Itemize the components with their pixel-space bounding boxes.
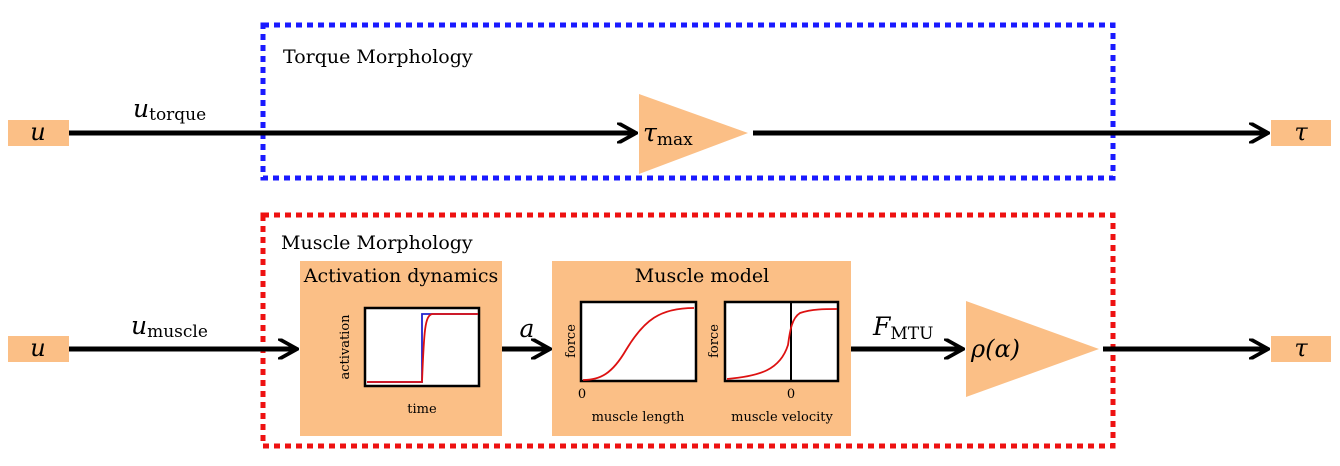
- muscle-morphology-border: [260, 212, 1116, 449]
- activation-ylabel: activation: [338, 314, 353, 380]
- muscle-model-title: Muscle model: [635, 265, 769, 287]
- activation-dynamics-title: Activation dynamics: [303, 265, 499, 287]
- torque-morphology-title: Torque Morphology: [283, 46, 473, 68]
- torque-signal-label: utorque: [133, 94, 206, 125]
- muscle-output-block: [1271, 336, 1331, 362]
- activation-xlabel: time: [407, 402, 437, 417]
- force-length-xlabel: muscle length: [592, 410, 685, 425]
- force-velocity-plot-frame: [723, 300, 840, 383]
- torque-gain-label: τmax: [643, 118, 693, 150]
- muscle-morphology-title: Muscle Morphology: [281, 232, 473, 254]
- force-mtu-label: FMTU: [872, 312, 933, 344]
- moment-arm-gain-triangle: [966, 301, 1099, 397]
- torque-input-symbol: u: [30, 118, 45, 146]
- activation-signal-label: a: [520, 314, 535, 343]
- torque-morphology: Torque Morphology u utorque τmax τ: [8, 22, 1331, 181]
- moment-arm-gain-label: ρ(α): [970, 335, 1020, 363]
- force-velocity-curve: [726, 308, 838, 380]
- muscle-morphology: Muscle Morphology u umuscle Activation d…: [8, 212, 1331, 449]
- force-length-ylabel: force: [564, 324, 579, 358]
- activation-dynamics-block: Activation dynamics activation time: [300, 261, 502, 436]
- force-velocity-xlabel: muscle velocity: [731, 410, 833, 425]
- activation-response-curve: [367, 313, 478, 383]
- muscle-input-block: [8, 336, 69, 362]
- torque-morphology-border: [260, 22, 1116, 181]
- muscle-model-block: Muscle model force 0 muscle length force…: [552, 261, 851, 436]
- torque-gain-triangle: [639, 94, 748, 174]
- muscle-output-symbol: τ: [1294, 334, 1308, 362]
- force-velocity-ylabel: force: [707, 324, 722, 358]
- muscle-signal-label: umuscle: [131, 311, 208, 342]
- force-length-curve: [582, 307, 695, 381]
- force-length-zero-tick: 0: [578, 387, 586, 402]
- torque-output-symbol: τ: [1294, 118, 1308, 146]
- torque-output-block: [1271, 120, 1331, 146]
- torque-input-block: [8, 120, 69, 146]
- force-velocity-zero-tick: 0: [787, 387, 795, 402]
- muscle-input-symbol: u: [30, 334, 45, 362]
- force-length-plot-frame: [579, 300, 698, 383]
